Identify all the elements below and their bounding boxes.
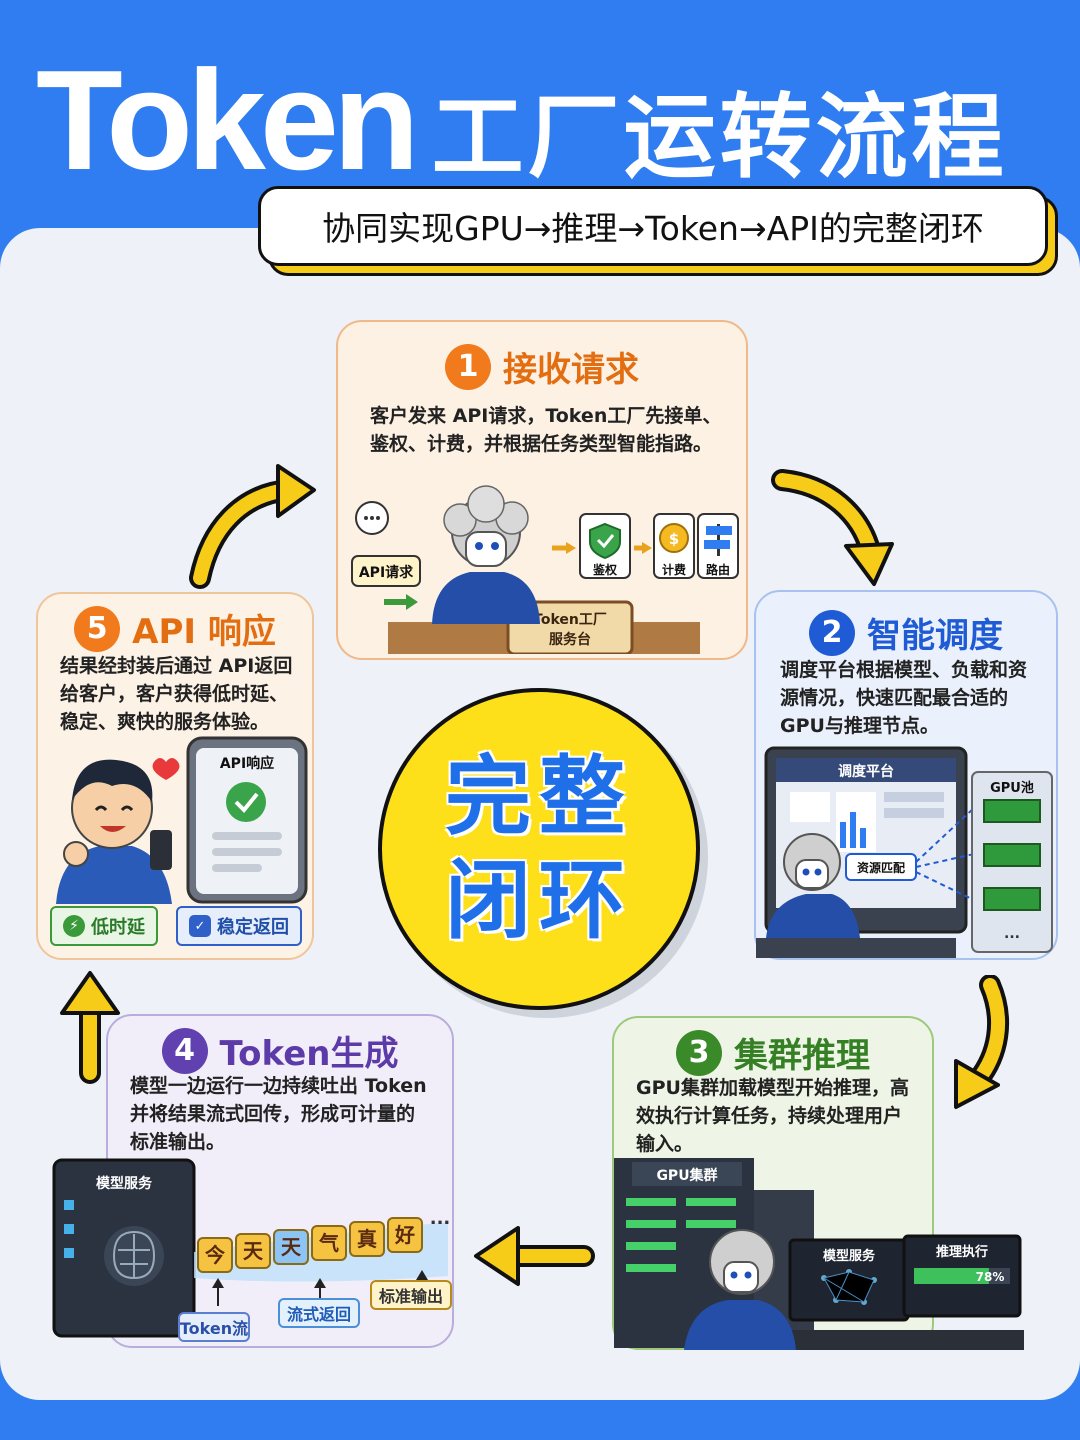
token-stream-tag: Token流 [178,1312,250,1342]
step-4-title: Token生成 [219,1034,399,1074]
step-3-title: 集群推理 [734,1036,870,1076]
stream-return-tag: 流式返回 [278,1298,360,1328]
step-3-desc-line: GPU集群加载模型开始推理，高 [636,1077,909,1099]
step-4-description: 模型一边运行一边持续吐出 Token 并将结果流式回传，形成可计量的 标准输出。 [130,1072,427,1156]
auth-icon-label: 鉴权 [592,562,618,577]
step-4-desc-line: 标准输出。 [130,1131,226,1153]
token-row: 今天天气真好 [197,1217,423,1273]
gpu-cluster-label: GPU集群 [656,1167,717,1184]
desk-label-2: 服务台 [549,631,591,648]
inference-progress-fill [914,1268,989,1284]
step-1-desc-line: 客户发来 API请求，Token工厂先接单、 [370,405,722,427]
step-1-title: 接收请求 [503,350,639,390]
step-card-cluster-inference: 3 集群推理 GPU集群加载模型开始推理，高 效执行计算任务，持续处理用户 输入… [612,1016,1024,1350]
lightning-icon: ⚡ [63,915,85,937]
step-5-desc-line: 稳定、爽快的服务体验。 [60,711,270,733]
step-5-description: 结果经封装后通过 API返回 给客户，客户获得低时延、 稳定、爽快的服务体验。 [60,652,292,736]
routing-icon-label: 路由 [706,562,730,577]
low-latency-label: 低时延 [91,917,145,938]
stable-return-tag: ✓ 稳定返回 [176,906,302,946]
step-4-illustration: 模型服务 ... 今天天气真好 [52,1158,451,1338]
center-text-line1: 完整 [445,747,633,847]
step-1-header: 1 接收请求 [338,342,746,391]
token-block: 真 [349,1221,385,1257]
arrow-2-to-3-icon [954,975,1010,1109]
step-4-header: 4 Token生成 [108,1026,452,1075]
step-4-desc-line: 模型一边运行一边持续吐出 Token [130,1075,427,1097]
step-2-desc-line: 源情况，快速匹配最合适的 [780,687,1009,709]
shield-check-icon: ✓ [189,915,211,937]
title-chinese: 工厂运转流程 [431,84,1008,191]
step-5-desc-line: 结果经封装后通过 API返回 [60,655,293,677]
step-2-description: 调度平台根据模型、负载和资 源情况，快速匹配最合适的 GPU与推理节点。 [780,656,1027,740]
token-block: 今 [197,1237,233,1273]
step-3-illustration: GPU集群 模型服务 推理执行 78% [614,1158,1024,1350]
gpu-pool-label: GPU池 [990,780,1034,796]
title-english: Token [36,41,420,200]
step-5-desc-line: 给客户，客户获得低时延、 [60,683,289,705]
low-latency-tag: ⚡ 低时延 [50,906,158,946]
heart-icon [152,758,180,780]
step-5-badge: 5 [74,605,121,652]
step-2-illustration: 调度平台 资源匹配 GPU池 ... [756,746,1053,958]
token-block: 天 [235,1233,271,1269]
token-char: 今 [205,1243,226,1267]
step-3-header: 3 集群推理 [614,1028,932,1077]
token-char: 天 [281,1235,302,1259]
scheduler-screen-title: 调度平台 [838,763,894,780]
step-2-desc-line: 调度平台根据模型、负载和资 [780,659,1028,681]
token-block: 气 [311,1225,347,1261]
step-card-api-response: 5 API 响应 结果经封装后通过 API返回 给客户，客户获得低时延、 稳定、… [36,592,314,960]
standard-output-tag: 标准输出 [370,1280,452,1310]
step-3-desc-line: 效执行计算任务，持续处理用户 [636,1105,903,1127]
model-service-monitor-label: 模型服务 [823,1248,876,1264]
inference-progress-text: 78% [976,1270,1005,1284]
resource-match-bubble: 资源匹配 [857,860,905,875]
token-block: 天 [273,1229,309,1265]
step-4-desc-line: 并将结果流式回传，形成可计量的 [130,1103,416,1125]
step-2-desc-line: GPU与推理节点。 [780,715,939,737]
step-1-description: 客户发来 API请求，Token工厂先接单、 鉴权、计费，并根据任务类型智能指路… [370,402,721,458]
token-char: 真 [357,1227,377,1251]
step-card-receive-request: 1 接收请求 客户发来 API请求，Token工厂先接单、 鉴权、计费，并根据任… [336,320,748,660]
arrow-3-to-4-icon [474,1226,595,1286]
token-char: 天 [243,1239,264,1263]
step-5-header: 5 API 响应 [38,604,312,653]
step-card-token-generation: 4 Token生成 模型一边运行一边持续吐出 Token 并将结果流式回传，形成… [52,1014,454,1348]
step-2-title: 智能调度 [867,616,1003,656]
step-card-smart-scheduling: 2 智能调度 调度平台根据模型、负载和资 源情况，快速匹配最合适的 GPU与推理… [754,590,1058,960]
gpu-pool-more: ... [1004,926,1020,942]
api-request-tag: API请求 [359,564,414,581]
model-service-server-label: 模型服务 [96,1175,153,1192]
token-char: 好 [394,1223,415,1247]
page-title: Token 工厂运转流程 [36,41,1008,200]
inference-monitor-label: 推理执行 [936,1244,988,1260]
arrow-1-to-2-icon [771,469,894,586]
center-closed-loop: 完整 闭环 [378,688,700,1010]
step-3-desc-line: 输入。 [636,1133,694,1155]
desk-label-1: Token工厂 [533,612,607,628]
arrow-5-to-1-icon [189,464,316,589]
phone-api-response-title: API响应 [220,755,274,772]
token-ellipsis: ... [430,1208,451,1229]
token-char: 气 [318,1231,339,1255]
arrow-4-to-5-icon [60,971,120,1084]
step-1-illustration: API请求 Token工厂 服务台 鉴权 $ 计费 路由 [351,485,739,654]
step-5-title: API 响应 [132,612,276,652]
step-2-header: 2 智能调度 [756,608,1056,657]
step-5-illustration: API响应 [56,736,308,904]
token-block: 好 [387,1217,423,1253]
step-1-badge: 1 [445,343,491,390]
step-4-badge: 4 [161,1027,208,1074]
step-1-desc-line: 鉴权、计费，并根据任务类型智能指路。 [370,433,713,455]
billing-icon-label: 计费 [662,562,686,577]
svg-text:$: $ [669,530,679,548]
step-3-description: GPU集群加载模型开始推理，高 效执行计算任务，持续处理用户 输入。 [636,1074,909,1158]
subtitle-box: 协同实现GPU→推理→Token→API的完整闭环 [258,186,1058,276]
stable-return-label: 稳定返回 [217,917,289,938]
step-3-badge: 3 [676,1029,722,1076]
center-text-line2: 闭环 [445,851,633,951]
step-2-badge: 2 [809,609,855,656]
subtitle-text: 协同实现GPU→推理→Token→API的完整闭环 [258,186,1048,266]
